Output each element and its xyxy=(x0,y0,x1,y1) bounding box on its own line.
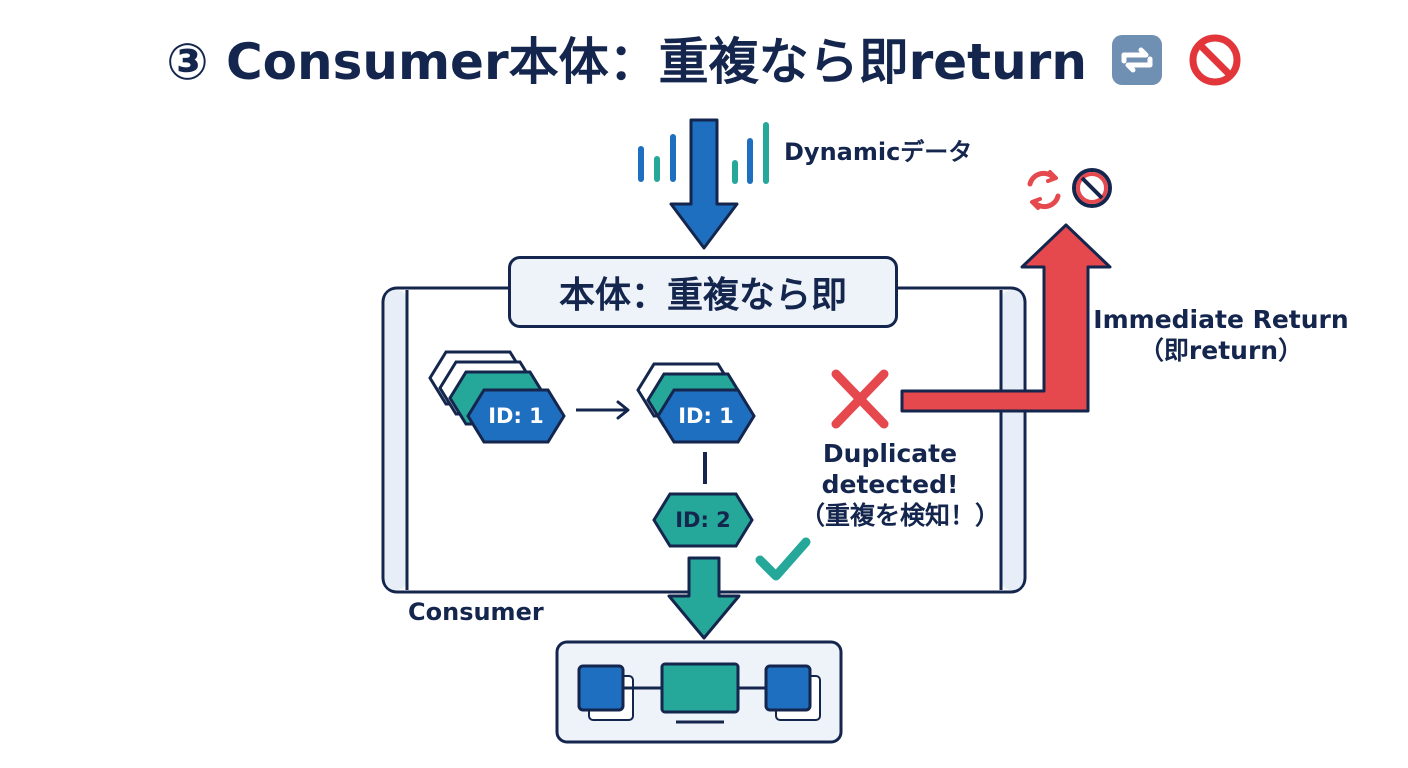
output-arrow xyxy=(667,556,741,640)
consumer-header: 本体：重複なら即 xyxy=(508,256,898,328)
return-arrow xyxy=(900,223,1112,413)
return-line1: Immediate Return xyxy=(1093,305,1349,334)
check-icon xyxy=(755,537,811,581)
consumer-header-text: 本体：重複なら即 xyxy=(558,275,847,316)
duplicate-line3: （重複を検知！） xyxy=(800,501,1001,530)
prohibited-icon xyxy=(1188,33,1242,99)
page-title: ③ Consumer本体：重複なら即return xyxy=(0,22,1408,99)
duplicate-line2: detected! xyxy=(821,470,959,499)
return-line2: （即return） xyxy=(1138,336,1304,365)
output-system-box xyxy=(555,640,843,744)
input-arrow xyxy=(669,118,739,250)
duplicate-note: Duplicate detected! （重複を検知！） xyxy=(800,438,1001,531)
signal-bars-right-icon xyxy=(732,122,769,184)
title-text: ③ Consumer本体：重複なら即return xyxy=(166,33,1087,91)
message-2-label: ID: 1 xyxy=(678,404,734,428)
return-note: Immediate Return （即return） xyxy=(1090,304,1352,366)
message-id2-shape xyxy=(652,492,754,548)
repeat-icon xyxy=(1110,33,1164,99)
reject-x-icon xyxy=(831,369,889,429)
small-repeat-icon xyxy=(1027,170,1061,210)
consumer-label: Consumer xyxy=(408,598,544,626)
message-stack-2 xyxy=(636,362,756,444)
signal-bars-left-icon xyxy=(638,134,676,182)
message-3-label: ID: 2 xyxy=(675,508,731,532)
input-label: Dynamicデータ xyxy=(784,138,973,166)
message-1-label: ID: 1 xyxy=(488,404,544,428)
duplicate-line1: Duplicate xyxy=(822,439,958,468)
small-prohibited-icon xyxy=(1072,168,1112,208)
message-stack-1 xyxy=(428,350,566,444)
flow-arrow-right xyxy=(576,400,630,420)
